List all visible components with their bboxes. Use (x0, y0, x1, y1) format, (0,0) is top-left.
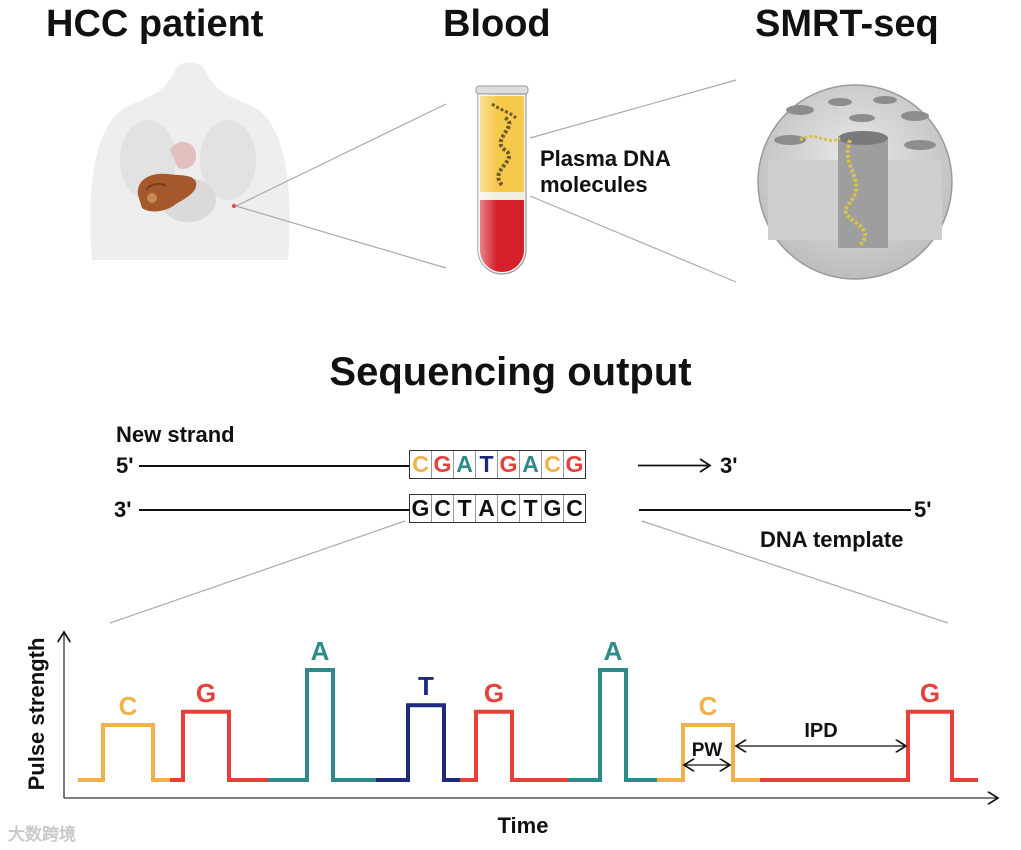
pulse-label-g: G (196, 678, 216, 708)
pulse-g (170, 709, 268, 782)
pulse-label-c: C (119, 691, 138, 721)
pulse-label-c: C (699, 691, 718, 721)
pulse-chart: Pulse strength Time C G A T G A C G PW IPD (24, 620, 1021, 838)
new-strand-line-left (139, 465, 410, 467)
template-3-prime: 3' (114, 497, 132, 522)
base-G: G (432, 451, 454, 478)
top-illustration (90, 62, 953, 283)
header-hcc-patient: HCC patient (46, 3, 264, 45)
header-blood: Blood (443, 3, 551, 45)
pulse-label-t: T (418, 671, 434, 701)
new-strand-arrow-icon (638, 458, 712, 473)
base-C: C (410, 451, 432, 478)
base-T: T (454, 495, 476, 522)
new-strand-label: New strand (116, 422, 235, 447)
base-G: G (498, 451, 520, 478)
section-title: Sequencing output (329, 350, 692, 394)
new-strand-3-prime: 3' (720, 453, 738, 478)
template-line-right (639, 509, 911, 511)
pulse-c (657, 723, 760, 782)
pulse-t (376, 703, 460, 782)
base-A: A (454, 451, 476, 478)
dna-template-label: DNA template (760, 527, 904, 552)
base-C: C (566, 495, 583, 521)
zoom-lines (109, 520, 949, 624)
sample-point-icon (231, 203, 237, 209)
watermark: 大数跨境 (8, 825, 76, 844)
base-C: C (542, 451, 564, 478)
pulse-label-g: G (484, 678, 504, 708)
new-strand-5-prime: 5' (116, 453, 134, 478)
pulse-g (760, 709, 978, 782)
header-smrt-seq: SMRT-seq (755, 3, 939, 45)
pulse-label-a: A (311, 636, 330, 666)
pulse-c (78, 723, 170, 782)
base-C: C (432, 495, 454, 522)
base-C: C (498, 495, 520, 522)
y-axis-label: Pulse strength (24, 638, 49, 791)
ipd-label: IPD (804, 720, 837, 742)
base-T: T (520, 495, 542, 522)
template-5-prime: 5' (914, 497, 932, 522)
base-G: G (410, 495, 432, 522)
x-axis-label: Time (498, 813, 549, 838)
pw-label: PW (692, 740, 723, 761)
pulse-label-a: A (604, 636, 623, 666)
blood-tube-icon (475, 85, 529, 275)
base-A: A (520, 451, 542, 478)
smrt-well-icon (757, 84, 953, 280)
patient-body-icon (90, 62, 290, 260)
template-line-left (139, 509, 410, 511)
pulse-a (268, 668, 376, 782)
liver-icon (137, 173, 197, 212)
pulse-g (460, 709, 568, 782)
base-A: A (476, 495, 498, 522)
base-G: G (565, 451, 584, 477)
pulse-label-g: G (920, 678, 940, 708)
plasma-dna-label: Plasma DNA molecules (540, 146, 671, 197)
pulse-a (568, 668, 657, 782)
base-T: T (476, 451, 498, 478)
base-G: G (542, 495, 564, 522)
